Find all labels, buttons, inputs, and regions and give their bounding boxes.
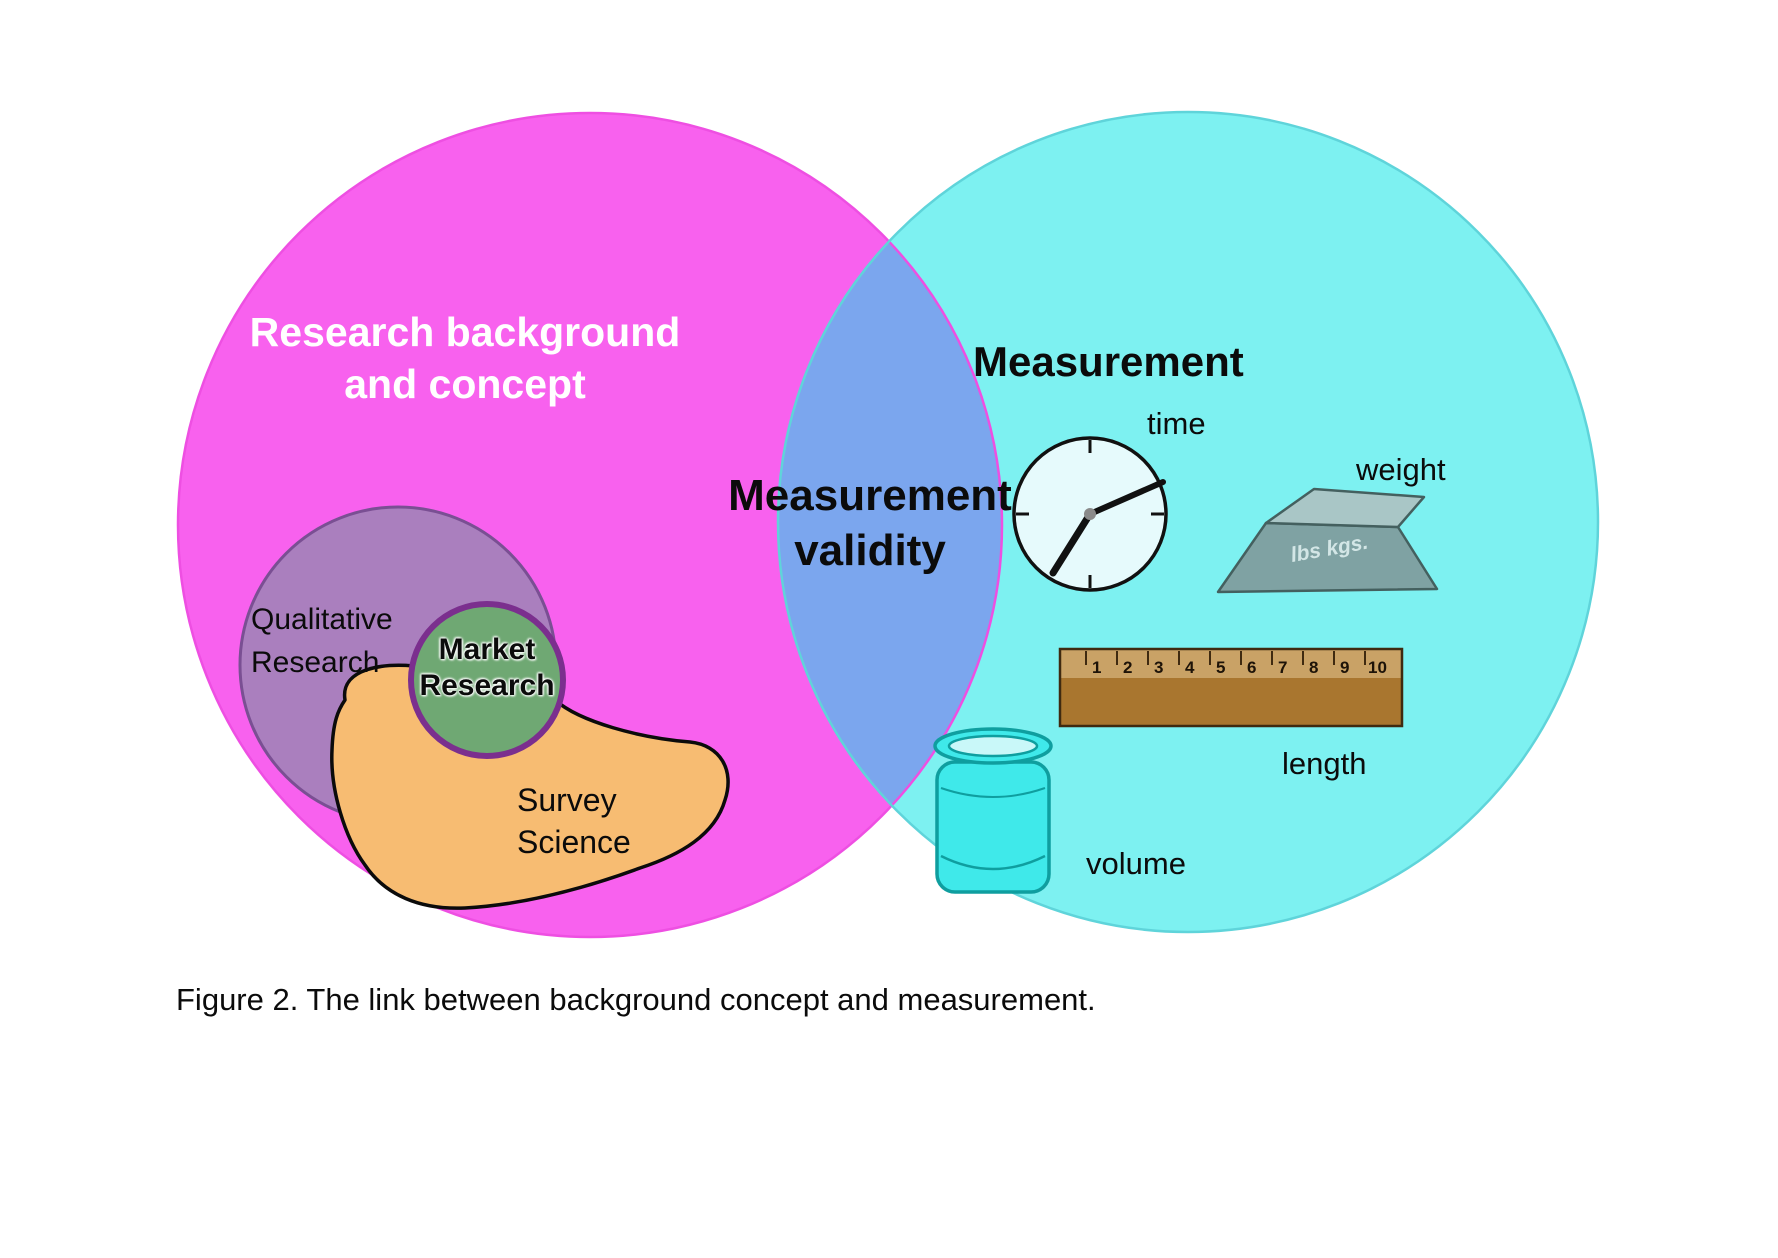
overlap-title: Measurement validity [728, 471, 1012, 575]
ruler-icon: 1 2 3 4 5 6 7 8 9 10 [1058, 647, 1404, 728]
ruler-number: 4 [1185, 658, 1195, 677]
clock-icon [1012, 436, 1168, 592]
market-research-label: Market Research [419, 633, 555, 702]
weight-label: weight [1356, 452, 1446, 487]
time-label: time [1147, 406, 1206, 441]
figure-caption: Figure 2. The link between background co… [176, 982, 1096, 1017]
volume-label: volume [1086, 846, 1186, 881]
venn-right-circle-outline [776, 110, 1600, 934]
venn-left-circle-outline [176, 111, 1004, 939]
weight-icon: lbs kgs. [1216, 487, 1439, 594]
right-circle-title: Measurement [973, 338, 1244, 385]
ruler-number: 10 [1368, 658, 1387, 677]
ruler-number: 8 [1309, 658, 1318, 677]
left-circle-title: Research background and concept [249, 309, 681, 408]
qualitative-research-label: Qualitative Research [251, 603, 393, 679]
jar-icon [933, 727, 1053, 894]
survey-science-label: Survey Science [517, 782, 631, 861]
ruler-number: 5 [1216, 658, 1225, 677]
ruler-number: 1 [1092, 658, 1101, 677]
ruler-number: 9 [1340, 658, 1349, 677]
ruler-number: 3 [1154, 658, 1163, 677]
ruler-number: 6 [1247, 658, 1256, 677]
ruler-number: 7 [1278, 658, 1287, 677]
market-research-circle [408, 601, 566, 759]
length-label: length [1282, 746, 1367, 781]
ruler-number: 2 [1123, 658, 1132, 677]
